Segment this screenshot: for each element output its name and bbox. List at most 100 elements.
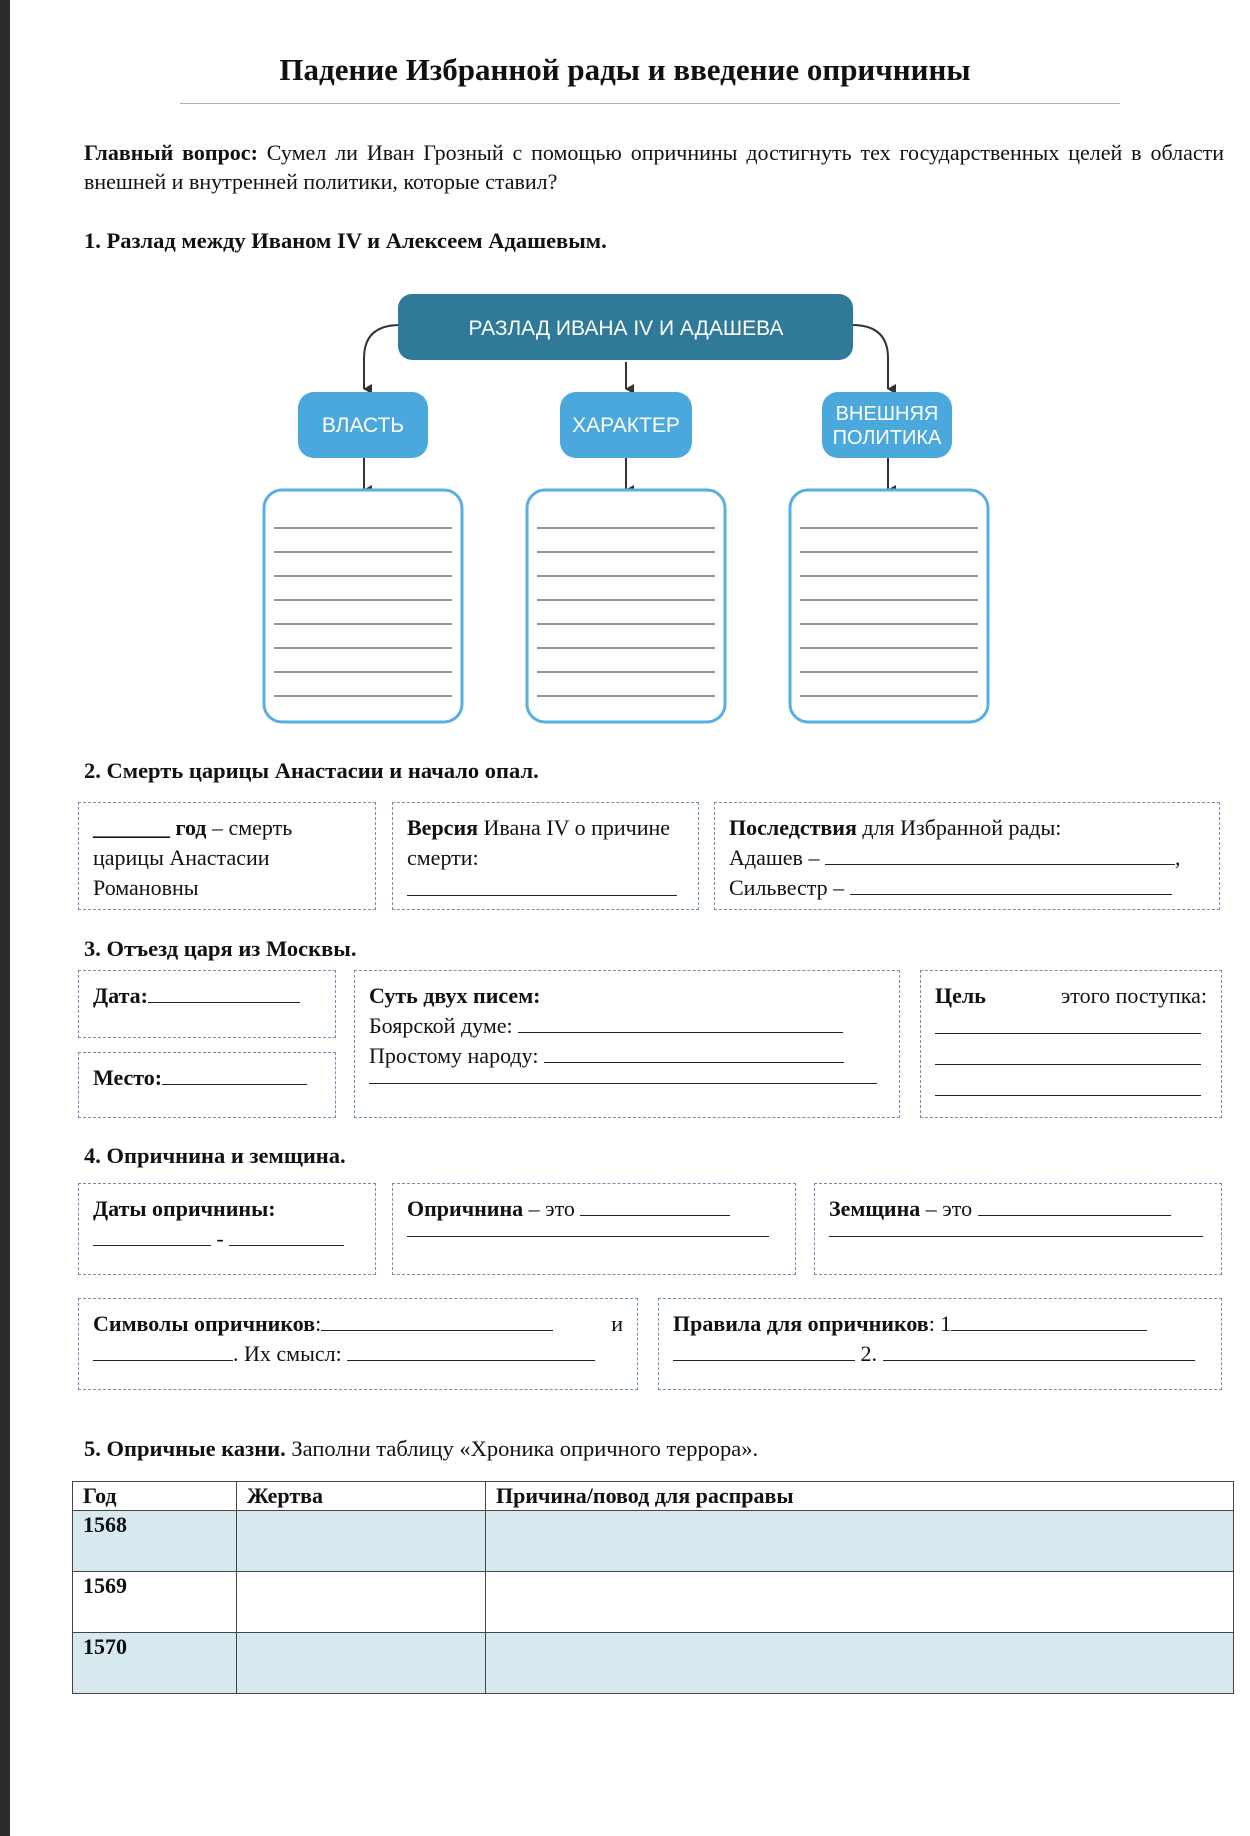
col-reason: Причина/повод для расправы	[485, 1481, 1234, 1511]
rules-2-line	[882, 1342, 1195, 1361]
letters-label: Суть двух писем:	[369, 983, 541, 1008]
adashev-comma: ,	[1174, 845, 1181, 870]
box-date[interactable]: Дата:	[78, 970, 336, 1038]
silvestr-label: Сильвестр –	[729, 875, 845, 900]
date-answer-line	[147, 984, 300, 1003]
version-text: Ивана IV о причине смерти:	[407, 815, 671, 870]
symbols-label: Символы опричников	[93, 1311, 316, 1336]
reason-cell[interactable]	[485, 1510, 1234, 1572]
diagram-top-node	[398, 294, 853, 360]
diagram-node-foreign-policy	[822, 392, 952, 458]
goal-line-3	[935, 1087, 1201, 1096]
table-row: 1568	[72, 1510, 1234, 1572]
table-row: 1569	[72, 1571, 1234, 1633]
oprichnina-label: Опричнина	[407, 1196, 524, 1221]
rules-2-label: 2.	[860, 1341, 878, 1366]
box-consequences[interactable]: Последствия для Избранной рады: Адашев –…	[714, 802, 1220, 910]
year-label: год	[170, 815, 207, 840]
section-3-heading: 3. Отъезд царя из Москвы.	[84, 936, 357, 961]
people-label: Простому народу:	[369, 1043, 539, 1068]
reason-cell[interactable]	[485, 1632, 1234, 1694]
diagram-node-foreign-line1: ВНЕШНЯЯ	[836, 403, 939, 425]
goal-heading-row: Цель этого поступка:	[935, 981, 1207, 1011]
answer-box-3[interactable]	[788, 488, 990, 724]
table-header-row: Год Жертва Причина/повод для расправы	[72, 1481, 1234, 1511]
box-goal[interactable]: Цель этого поступка:	[920, 970, 1222, 1118]
dates-start-line	[93, 1227, 211, 1246]
goal-text: этого поступка:	[1060, 983, 1207, 1008]
consequences-label: Последствия	[729, 815, 857, 840]
rules-1-line-cont	[673, 1342, 855, 1361]
letters-extra-line	[369, 1075, 877, 1084]
year-cell: 1570	[72, 1632, 237, 1694]
symbols-answer-line-2	[93, 1342, 233, 1361]
section-4-heading: 4. Опричнина и земщина.	[84, 1143, 346, 1168]
goal-line-1	[935, 1025, 1201, 1034]
year-cell: 1568	[72, 1510, 237, 1572]
box-letters[interactable]: Суть двух писем: Боярской думе: Простому…	[354, 970, 900, 1118]
rules-label: Правила для опричников	[673, 1311, 929, 1336]
section-2-heading: 2. Смерть царицы Анастасии и начало опал…	[84, 758, 539, 783]
section-5-heading-bold: 5. Опричные казни.	[84, 1436, 286, 1461]
reason-cell[interactable]	[485, 1571, 1234, 1633]
terror-chronicle-table: Год Жертва Причина/повод для расправы 15…	[72, 1481, 1234, 1694]
box-place[interactable]: Место:	[78, 1052, 336, 1118]
box-zemshchina-definition[interactable]: Земщина – это	[814, 1183, 1222, 1275]
section-1-heading: 1. Разлад между Иваном IV и Алексеем Ада…	[84, 228, 607, 253]
diagram-node-character-label: ХАРАКТЕР	[572, 414, 680, 437]
zemshchina-label: Земщина	[829, 1196, 921, 1221]
box-oprichnina-definition[interactable]: Опричнина – это	[392, 1183, 796, 1275]
version-answer-line	[407, 887, 677, 896]
goal-line-2	[935, 1056, 1201, 1065]
adashev-label: Адашев –	[729, 845, 820, 870]
symbols-colon: :	[315, 1311, 322, 1336]
oprichnina-answer-line-2	[407, 1228, 769, 1237]
victim-cell[interactable]	[236, 1571, 486, 1633]
box-death-year[interactable]: _______ год – смерть царицы Анастасии Ро…	[78, 802, 376, 910]
duma-answer-line	[518, 1014, 844, 1033]
section-5-heading: 5. Опричные казни. Заполни таблицу «Хрон…	[84, 1436, 758, 1462]
box-oprichnina-dates[interactable]: Даты опричнины: -	[78, 1183, 376, 1275]
symbols-and: и	[611, 1311, 623, 1336]
answer-box-1[interactable]	[262, 488, 464, 724]
dates-dash: -	[216, 1226, 224, 1251]
silvestr-answer-line	[849, 876, 1172, 895]
connector-right	[851, 324, 896, 394]
symbols-meaning-label: . Их смысл:	[233, 1341, 342, 1366]
victim-cell[interactable]	[236, 1510, 486, 1572]
version-label: Версия	[407, 815, 479, 840]
diagram-node-power	[298, 392, 428, 458]
victim-cell[interactable]	[236, 1632, 486, 1694]
main-question-label: Главный вопрос:	[84, 140, 258, 165]
col-year: Год	[72, 1481, 237, 1511]
section-5-heading-text: Заполни таблицу «Хроника опричного терро…	[285, 1436, 759, 1461]
rules-1-line	[951, 1312, 1148, 1331]
connector-left	[363, 324, 401, 394]
year-cell: 1569	[72, 1571, 237, 1633]
people-answer-line	[543, 1044, 844, 1063]
consequences-text: для Избранной рады:	[856, 815, 1062, 840]
oprichnina-answer-line-1	[580, 1197, 731, 1216]
duma-label: Боярской думе:	[369, 1013, 513, 1038]
diagram-top-label: РАЗЛАД ИВАНА IV И АДАШЕВА	[469, 317, 784, 340]
symbols-answer-line-1	[321, 1312, 554, 1331]
answer-box-2[interactable]	[525, 488, 727, 724]
box-rules[interactable]: Правила для опричников: 1 2.	[658, 1298, 1222, 1390]
dates-label: Даты опричнины:	[93, 1196, 276, 1221]
table-row: 1570	[72, 1632, 1234, 1694]
box-death-version[interactable]: Версия Ивана IV о причине смерти:	[392, 802, 699, 910]
zemshchina-text: – это	[920, 1196, 973, 1221]
box-symbols[interactable]: Символы опричников: и . Их смысл:	[78, 1298, 638, 1390]
death-text: – смерть царицы Анастасии Романовны	[93, 815, 293, 900]
col-victim: Жертва	[236, 1481, 486, 1511]
place-label: Место:	[93, 1065, 163, 1090]
main-question: Главный вопрос: Сумел ли Иван Грозный с …	[84, 138, 1224, 196]
main-question-text: Сумел ли Иван Грозный с помощью опричнин…	[84, 140, 1225, 194]
page-title: Падение Избранной рады и введение опричн…	[279, 52, 971, 87]
date-label: Дата:	[93, 983, 148, 1008]
diagram-node-power-label: ВЛАСТЬ	[322, 414, 404, 437]
place-answer-line	[162, 1066, 308, 1085]
symbols-meaning-line	[347, 1342, 596, 1361]
diagram-node-character	[560, 392, 692, 458]
title-underline	[180, 103, 1120, 104]
